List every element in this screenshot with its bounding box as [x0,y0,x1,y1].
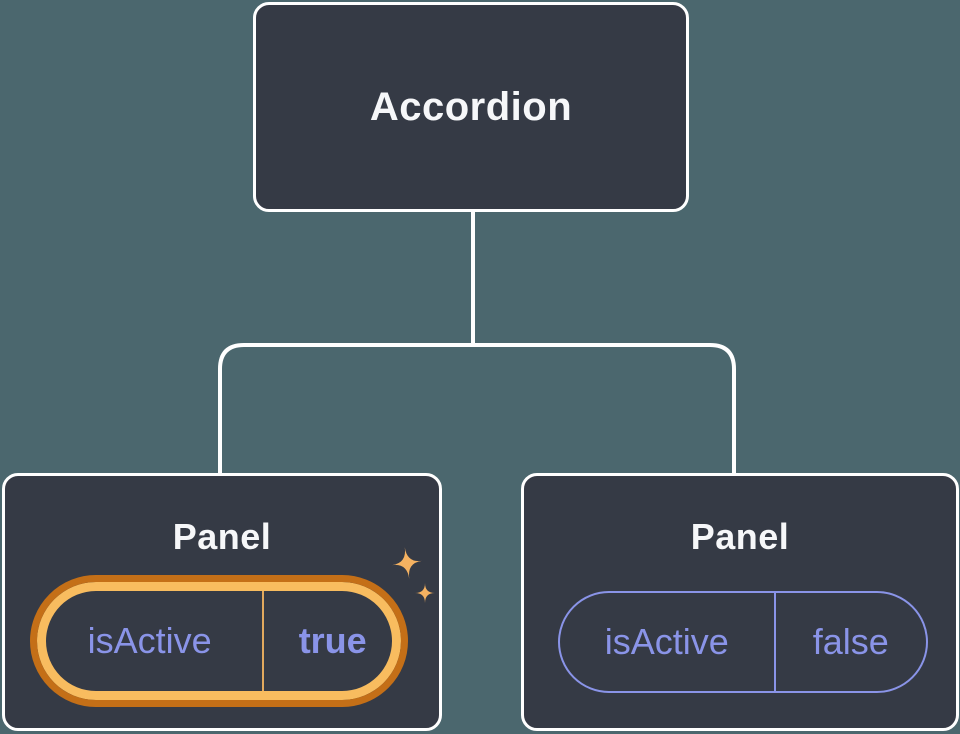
state-pill-inactive: isActive false [558,591,928,693]
accordion-node-label: Accordion [369,84,573,129]
state-prop-name: isActive [604,621,729,662]
connector-branch-bracket [218,343,736,474]
panel-inactive-title: Panel [690,516,790,557]
state-prop-value: false [812,621,889,662]
state-prop-name: isActive [87,620,212,661]
state-prop-value: true [298,620,367,661]
panel-node-active: Panel isActive true [2,473,442,731]
sparkle-icon [392,547,435,603]
panel-active-title: Panel [172,516,272,557]
sparkle-large [392,547,422,579]
accordion-node: Accordion [253,2,689,212]
state-pill-divider [262,591,265,691]
panel-node-inactive: Panel isActive false [521,473,959,731]
state-pill-divider [773,593,776,691]
sparkle-small [415,583,435,603]
state-pill-active: isActive true [30,575,408,707]
